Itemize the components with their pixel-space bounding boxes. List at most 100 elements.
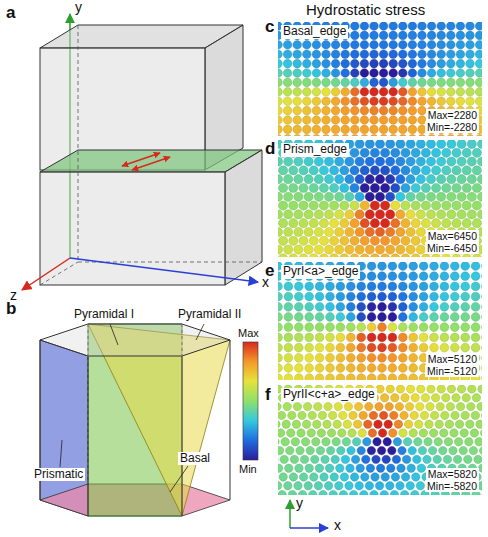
atom: [284, 323, 293, 332]
atom: [427, 59, 436, 68]
figure-title: Hydrostatic stress: [306, 2, 425, 19]
atom: [389, 78, 398, 87]
atom: [430, 411, 438, 419]
atom: [432, 166, 441, 175]
atom: [406, 245, 415, 254]
atom: [389, 88, 398, 97]
atom: [318, 411, 326, 419]
atom: [378, 323, 387, 332]
atom: [442, 166, 451, 175]
atom: [442, 394, 450, 402]
atom: [294, 343, 303, 352]
atom: [360, 106, 369, 115]
atom: [278, 292, 282, 301]
atom: [461, 282, 470, 291]
atom: [365, 210, 374, 219]
atom: [406, 140, 415, 149]
atom: [379, 22, 388, 30]
atom: [283, 88, 292, 97]
atom: [324, 245, 333, 254]
atom: [396, 245, 405, 254]
atom: [362, 455, 370, 463]
atom: [437, 59, 446, 68]
atom: [351, 135, 360, 137]
atom: [288, 490, 296, 495]
panel-letter: c: [265, 18, 274, 37]
atom: [378, 429, 386, 437]
atom: [314, 402, 322, 410]
atom: [360, 41, 369, 50]
atom: [379, 50, 388, 59]
atom: [437, 78, 446, 87]
atom: [304, 175, 313, 184]
atom: [312, 135, 321, 137]
atom: [416, 227, 425, 236]
atom: [278, 59, 282, 68]
atom: [324, 192, 333, 201]
atom: [345, 175, 354, 184]
atom: [315, 333, 324, 342]
atom: [468, 385, 476, 393]
atom: [447, 88, 456, 97]
atom: [341, 78, 350, 87]
atom: [299, 183, 308, 192]
atom: [360, 69, 369, 78]
atom: [380, 394, 388, 402]
atom: [351, 88, 360, 97]
atom: [360, 78, 369, 87]
atom: [331, 135, 340, 137]
atom: [442, 201, 451, 210]
atom: [324, 227, 333, 236]
atom: [330, 183, 339, 192]
atom: [331, 88, 340, 97]
atom: [312, 69, 321, 78]
hcp-prism: [40, 324, 230, 516]
atom: [471, 262, 480, 270]
panel-letter: f: [265, 386, 271, 405]
atom: [303, 116, 312, 125]
x-axis: [290, 527, 328, 529]
atom: [427, 69, 436, 78]
atom: [306, 446, 314, 454]
atom: [345, 210, 354, 219]
atom: [360, 201, 369, 210]
atom: [278, 210, 283, 219]
atom: [312, 438, 320, 446]
atom: [284, 482, 292, 490]
atom: [381, 473, 389, 481]
atom: [401, 254, 410, 257]
atom: [294, 353, 303, 362]
atom: [427, 22, 436, 30]
atom: [278, 175, 283, 184]
atom: [312, 78, 321, 87]
atom: [409, 282, 418, 291]
atom: [411, 219, 420, 228]
atom: [303, 106, 312, 115]
atom: [279, 219, 288, 228]
atom: [283, 59, 292, 68]
atom: [356, 464, 364, 472]
atom: [475, 31, 482, 40]
atom: [360, 125, 369, 134]
atom: [370, 490, 378, 495]
atom: [426, 402, 434, 410]
atom: [375, 210, 384, 219]
atom: [350, 201, 359, 210]
atom: [475, 22, 482, 30]
atom: [309, 236, 318, 245]
atom: [426, 157, 435, 166]
atom: [357, 374, 366, 380]
atom: [430, 292, 439, 301]
atom: [447, 192, 456, 201]
atom: [314, 192, 323, 201]
atom: [418, 135, 427, 137]
atom: [382, 455, 390, 463]
atom: [396, 175, 405, 184]
atom: [475, 438, 482, 446]
atom: [294, 210, 303, 219]
atom: [389, 116, 398, 125]
atom: [380, 490, 388, 495]
atom: [331, 41, 340, 50]
atom: [312, 106, 321, 115]
atom: [381, 254, 390, 257]
